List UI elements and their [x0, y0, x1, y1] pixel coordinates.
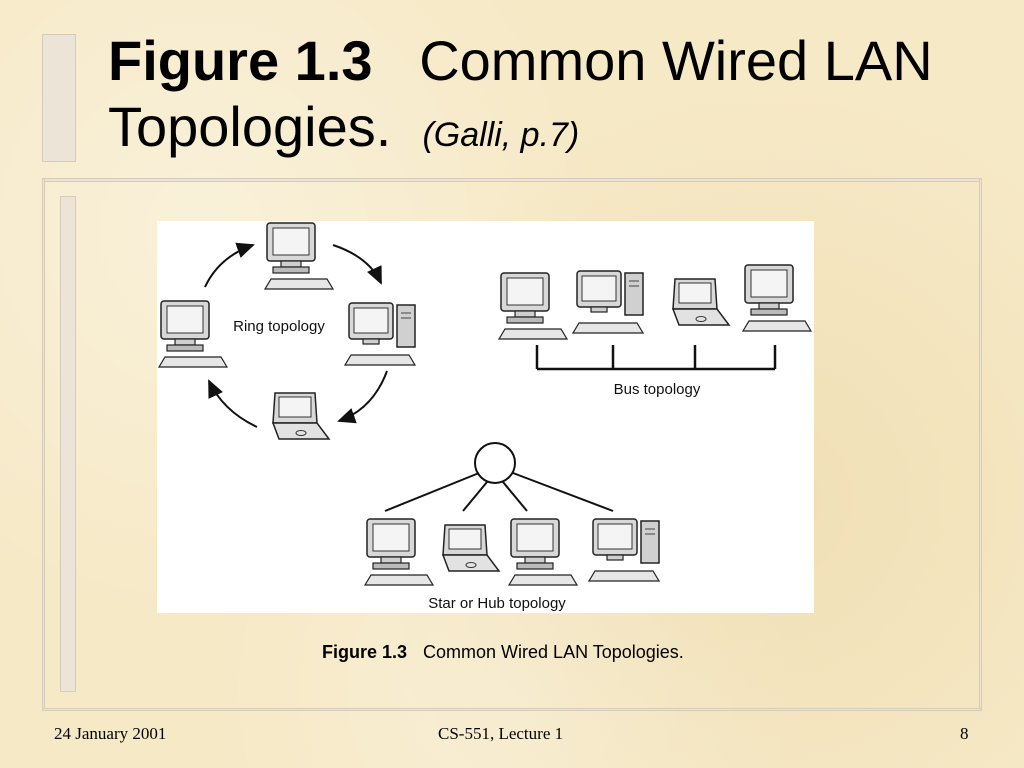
decor-bottom-line — [42, 708, 982, 711]
star-link-3 — [502, 481, 528, 512]
ring-laptop-bottom — [272, 392, 330, 440]
ring-topology-label: Ring topology — [233, 318, 325, 335]
ring-arrow-1 — [204, 242, 255, 288]
ring-arrow-2 — [332, 244, 382, 285]
decor-vertical-bar-top — [42, 34, 76, 162]
star-topology-label: Star or Hub topology — [428, 595, 566, 612]
decor-horizontal-rule — [42, 178, 982, 182]
caption-text: Common Wired LAN Topologies. — [423, 642, 684, 662]
star-computer-3 — [508, 518, 578, 586]
bus-computer-1 — [498, 272, 568, 340]
bus-topology-label: Bus topology — [614, 381, 701, 398]
figure-caption: Figure 1.3 Common Wired LAN Topologies. — [322, 642, 684, 663]
footer-course: CS-551, Lecture 1 — [438, 724, 564, 743]
footer-date: 24 January 2001 — [54, 724, 167, 743]
ring-arrow-3 — [337, 370, 388, 424]
ring-computer-top — [264, 222, 334, 290]
title-citation: (Galli, p.7) — [422, 116, 580, 154]
star-link-2 — [462, 481, 488, 512]
star-link-1 — [384, 472, 480, 512]
slide-title: Figure 1.3 Common Wired LAN Topologies. … — [108, 28, 988, 168]
hub-node — [474, 442, 516, 484]
title-text: Common Wired LAN Topologies. — [108, 29, 933, 158]
decor-right-thin-line — [979, 178, 982, 710]
ring-computer-right — [344, 302, 416, 366]
ring-arrow-4 — [208, 379, 258, 428]
bus-laptop — [672, 278, 730, 326]
footer-page-number: 8 — [960, 724, 969, 743]
topology-figure: Ring topology Bus topology Star or Hub t… — [157, 221, 814, 613]
decor-left-thin-line — [42, 178, 45, 710]
bus-topology: Bus topology — [498, 264, 812, 398]
star-link-4 — [512, 472, 614, 512]
ring-topology: Ring topology — [158, 222, 416, 440]
ring-computer-left — [158, 300, 228, 368]
star-topology: Star or Hub topology — [364, 442, 660, 612]
bus-computer-4 — [742, 264, 812, 332]
star-computer-4 — [588, 518, 660, 582]
decor-vertical-bar-bottom — [60, 196, 76, 692]
title-bold: Figure 1.3 — [108, 29, 373, 92]
topology-diagram: Ring topology Bus topology Star or Hub t… — [158, 222, 812, 612]
bus-computer-2 — [572, 270, 644, 334]
star-laptop — [442, 524, 500, 572]
star-computer-1 — [364, 518, 434, 586]
caption-bold: Figure 1.3 — [322, 642, 408, 662]
